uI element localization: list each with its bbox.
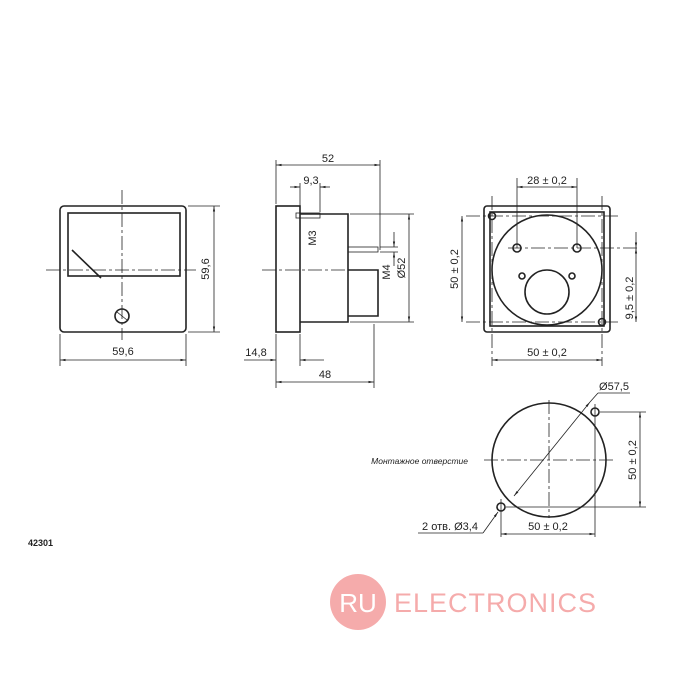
body-depth-dim: 48: [319, 369, 331, 381]
mounting-holes-label: 2 отв. Ø3,4: [422, 521, 478, 533]
rear-vertical-dim: 50 ± 0,2: [449, 249, 461, 289]
part-number: 42301: [28, 538, 53, 548]
cutout-vertical-dim: 50 ± 0,2: [627, 440, 639, 480]
logo-initials: RU: [339, 588, 377, 618]
rear-view: 28 ± 0,2 50 ± 0,2 50 ± 0,2 9,5 ± 0,2: [449, 175, 640, 366]
m4-label: M4: [381, 264, 393, 279]
watermark-logo: RU ELECTRONICS: [330, 574, 597, 630]
front-view: 59,6 59,6: [46, 190, 220, 366]
side-view: 52 9,3 M3 Ø52 M4 14,8 48: [244, 153, 414, 388]
body-diameter-dim: Ø52: [396, 258, 408, 279]
m3-label: M3: [307, 230, 319, 245]
cutout-horizontal-dim: 50 ± 0,2: [528, 521, 568, 533]
bezel-depth-dim: 14,8: [245, 347, 266, 359]
logo-text: ELECTRONICS: [394, 588, 597, 618]
rear-horizontal-dim: 50 ± 0,2: [527, 347, 567, 359]
stud-offset-dim: 9,5 ± 0,2: [624, 277, 636, 320]
overall-depth-dim: 52: [322, 153, 334, 165]
mounting-cutout: Ø57,5 50 ± 0,2 50 ± 0,2 2 отв. Ø3,4 Монт…: [371, 381, 646, 537]
screw-offset-dim: 9,3: [303, 175, 318, 187]
stud-spacing-dim: 28 ± 0,2: [527, 175, 567, 187]
cutout-diameter-dim: Ø57,5: [599, 381, 629, 393]
cutout-label: Монтажное отверстие: [371, 456, 468, 466]
front-height-dim: 59,6: [200, 258, 212, 279]
front-width-dim: 59,6: [112, 346, 133, 358]
